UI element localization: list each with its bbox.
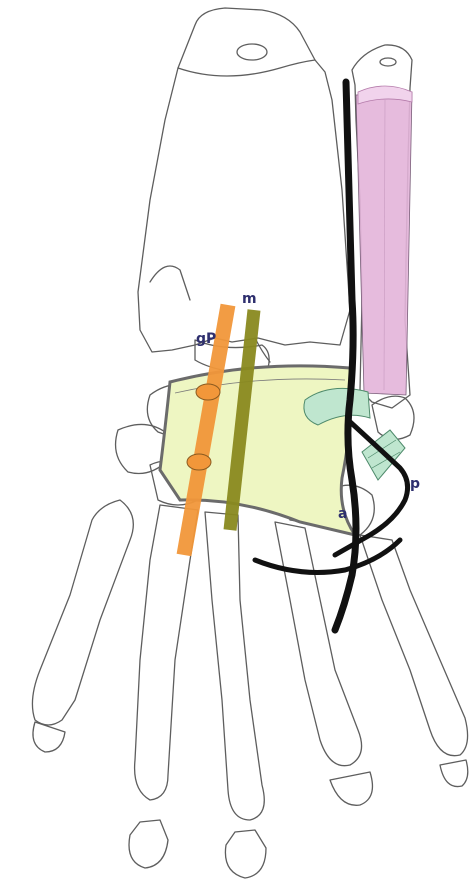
label-m: m <box>242 291 257 307</box>
label-p: p <box>410 476 420 492</box>
metacarpal-bones <box>32 500 467 878</box>
label-gp: gP <box>196 331 216 347</box>
label-a: a <box>338 506 347 522</box>
tendon-graft <box>356 86 412 395</box>
radius-bone <box>138 8 350 362</box>
